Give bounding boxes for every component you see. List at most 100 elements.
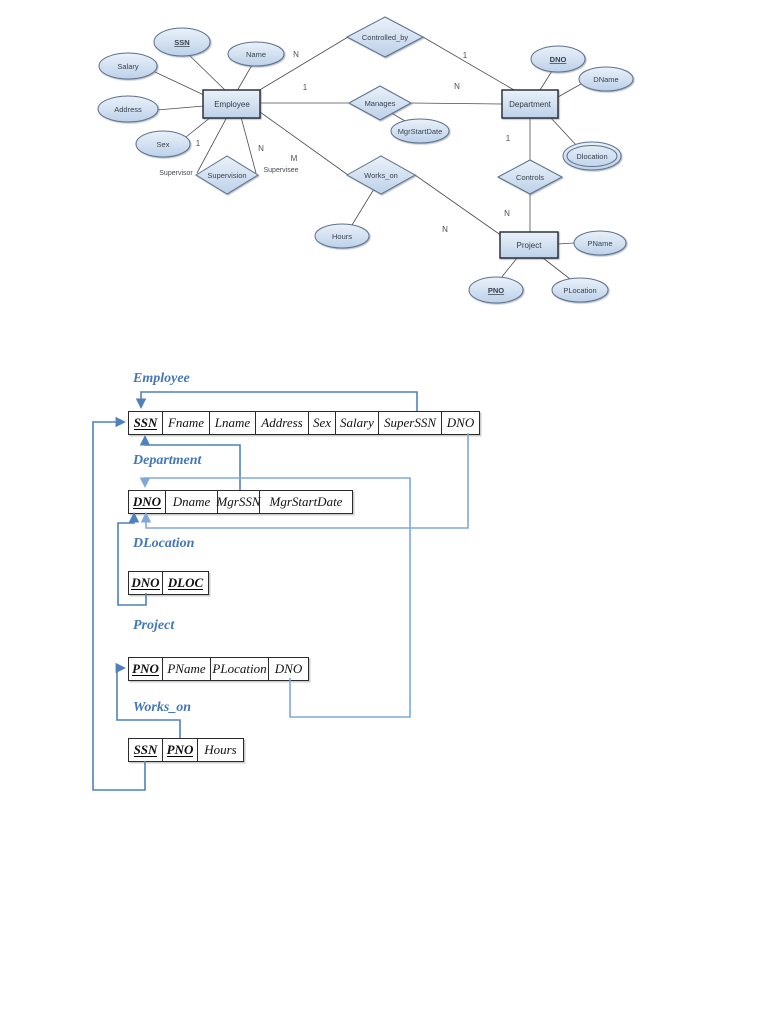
er-edge-ssn-employee — [187, 53, 227, 92]
cardinality-supervision-supervisee: N — [258, 144, 264, 153]
er-edge-works-on-project — [414, 174, 503, 237]
er-edge-address-employee — [156, 105, 205, 111]
attribute-ssn — [153, 27, 211, 57]
relationship-supervision — [195, 155, 259, 195]
schema-cell-plocation: PLocation — [211, 658, 269, 680]
attribute-plocation-label: PLocation — [563, 286, 596, 295]
relationship-supervision-label: Supervision — [207, 171, 246, 180]
cardinality-controlled-by-employee: N — [293, 50, 299, 59]
attribute-pname-label: PName — [587, 239, 612, 248]
er-edge-employee-supervision-supervisee — [240, 116, 257, 174]
er-edge-works-on-hours — [351, 188, 375, 226]
role-supervisor-label: Supervisor — [159, 170, 193, 177]
relationship-works-on — [345, 155, 417, 195]
er-edge-controlled-by-department — [422, 36, 515, 91]
entity-project-label: Project — [517, 241, 543, 250]
schema-cell-ssn: SSN — [129, 412, 163, 434]
cardinality-supervision-supervisor: 1 — [196, 139, 201, 148]
schema-cell-dloc: DLOC — [167, 575, 204, 590]
schema-cell-dno: DNO — [446, 415, 475, 430]
relationship-manages-label: Manages — [365, 99, 396, 108]
er-edge-name-employee — [236, 64, 253, 92]
er-labels: Employee Department Project Controlled_b… — [114, 33, 618, 295]
attribute-mgrstartdate-label: MgrStartDate — [398, 127, 443, 136]
cardinality-works-on-employee: M — [291, 154, 298, 163]
er-edge-department-dlocation — [550, 117, 578, 147]
cardinality-manages-employee: 1 — [303, 83, 308, 92]
attribute-ssn-label: SSN — [174, 38, 189, 47]
schema-cell-address: Address — [256, 412, 309, 434]
schema-cell-hours: Hours — [204, 742, 237, 757]
attribute-plocation — [551, 277, 609, 303]
cardinality-controls-project: N — [504, 209, 510, 218]
attribute-dlocation-inner — [566, 145, 618, 167]
schema-cell-pno: PNO — [129, 658, 163, 680]
attribute-name-label: Name — [246, 50, 266, 59]
er-edge-employee-supervision-supervisor — [196, 116, 228, 174]
attribute-hours — [314, 223, 370, 249]
er-diagram: Employee Department Project Controlled_b… — [97, 16, 634, 304]
attribute-dno-label: DNO — [550, 55, 567, 64]
schema-cell-dname: Dname — [166, 491, 218, 513]
attribute-salary-label: Salary — [117, 62, 139, 71]
schema-cell-mgrssn: MgrSSN — [216, 491, 261, 513]
attribute-dname — [578, 66, 634, 92]
schema-cell-mgrstartdate: MgrStartDate — [269, 494, 343, 509]
attribute-dlocation-outer — [562, 141, 622, 171]
attribute-name — [227, 41, 285, 67]
entity-project — [499, 231, 559, 259]
schema-table-title-dlocation: DLocation — [133, 536, 195, 551]
attribute-dname-label: DName — [593, 75, 618, 84]
attribute-address-label: Address — [114, 105, 142, 114]
attribute-pname — [573, 230, 627, 256]
er-edge-manages-department — [410, 102, 503, 105]
attribute-salary — [98, 52, 158, 80]
attribute-pno-label: PNO — [488, 286, 504, 295]
attribute-mgrstartdate — [390, 118, 450, 144]
relationship-controls — [496, 159, 564, 195]
schema-cell-lname: Lname — [210, 412, 256, 434]
cardinality-controlled-by-department: 1 — [463, 51, 468, 60]
relationship-controlled-by — [345, 16, 425, 58]
er-connector-lines — [154, 36, 582, 280]
attribute-address — [97, 95, 159, 123]
entity-employee-label: Employee — [214, 100, 250, 109]
entity-employee — [202, 89, 261, 119]
schema-cell-pno: PNO — [163, 739, 198, 761]
er-edge-department-dname — [557, 83, 582, 98]
fk-arrow-superssn-to-ssn — [135, 391, 418, 411]
schema-table-title-project: Project — [133, 618, 175, 633]
schema-table-title-works-on: Works_on — [133, 700, 192, 715]
er-edge-employee-works-on — [259, 111, 349, 176]
cardinality-works-on-project: N — [442, 225, 448, 234]
er-edge-project-pno — [500, 257, 518, 279]
attribute-dno — [530, 45, 586, 73]
schema-cell-ssn: SSN — [129, 739, 163, 761]
er-edge-project-pname — [557, 242, 575, 245]
schema-table-dlocation: DNO DLOC — [128, 571, 209, 595]
schema-cell-dno: DNO — [129, 491, 166, 513]
relationship-manages — [347, 85, 413, 121]
schema-cell-fname: Fname — [163, 412, 210, 434]
schema-table-title-department: Department — [133, 453, 202, 468]
schema-table-title-employee: Employee — [133, 371, 190, 386]
schema-cell-sex: Sex — [309, 412, 336, 434]
attribute-sex — [135, 130, 191, 158]
relationship-controls-label: Controls — [516, 173, 544, 182]
role-supervisee-label: Supervisee — [263, 167, 298, 174]
schema-cell-pname: PName — [163, 658, 211, 680]
cardinality-controls-department: 1 — [506, 134, 511, 143]
attribute-sex-label: Sex — [157, 140, 170, 149]
entity-department-label: Department — [509, 100, 552, 109]
er-edge-salary-employee — [154, 71, 207, 97]
relationship-controlled-by-label: Controlled_by — [362, 33, 409, 42]
schema-cell-dno: DNO — [274, 661, 303, 676]
schema-cell-dno: DNO — [129, 572, 163, 594]
attribute-dlocation-label: Dlocation — [576, 152, 607, 161]
er-edge-sex-employee — [185, 116, 212, 138]
er-shapes — [97, 16, 634, 304]
